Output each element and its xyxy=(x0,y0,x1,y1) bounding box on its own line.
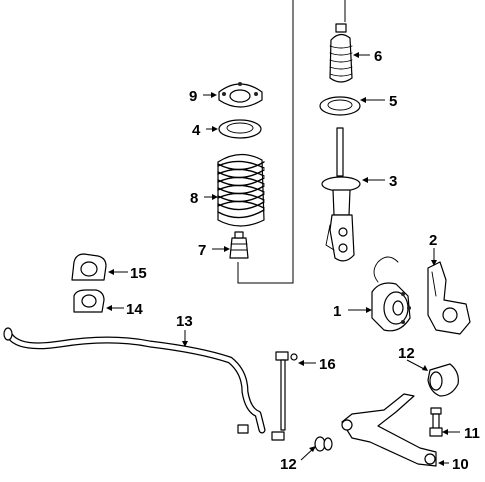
callout-4: 4 xyxy=(192,122,201,139)
callout-11: 11 xyxy=(464,425,480,442)
part-11-bolt xyxy=(429,407,443,437)
callout-8: 8 xyxy=(190,190,198,207)
part-1-hub xyxy=(371,256,411,332)
callout-1: 1 xyxy=(333,303,341,320)
callout-2: 2 xyxy=(429,232,437,249)
callout-9: 9 xyxy=(189,88,197,105)
part-2-knuckle xyxy=(427,261,471,335)
callout-16: 16 xyxy=(319,356,336,373)
part-5-insulator xyxy=(319,96,361,116)
callout-10: 10 xyxy=(452,456,469,473)
group-bracket xyxy=(237,0,294,284)
part-9-mount xyxy=(218,82,263,108)
callout-15: 15 xyxy=(130,265,147,282)
callout-3: 3 xyxy=(389,173,397,190)
part-12-bushing-lower xyxy=(314,436,333,452)
part-10-control-arm xyxy=(341,393,437,467)
part-14-bushing xyxy=(73,289,105,313)
part-7-bumper xyxy=(229,231,249,259)
callout-14: 14 xyxy=(126,301,143,318)
callout-5: 5 xyxy=(389,93,397,110)
part-8-spring xyxy=(217,153,265,227)
callout-12a: 12 xyxy=(398,345,415,362)
callout-13: 13 xyxy=(176,313,193,330)
callout-7: 7 xyxy=(198,242,206,259)
part-16-link xyxy=(271,351,298,441)
part-3-strut xyxy=(321,127,361,262)
part-12-bushing-upper xyxy=(427,363,459,397)
leaders xyxy=(106,52,460,466)
part-4-bearing xyxy=(218,119,262,139)
part-13-stabilizer-bar xyxy=(3,327,266,434)
part-6-boot xyxy=(329,23,353,83)
part-15-bracket xyxy=(71,253,107,281)
callout-12b: 12 xyxy=(280,456,297,473)
callout-6: 6 xyxy=(374,48,382,65)
